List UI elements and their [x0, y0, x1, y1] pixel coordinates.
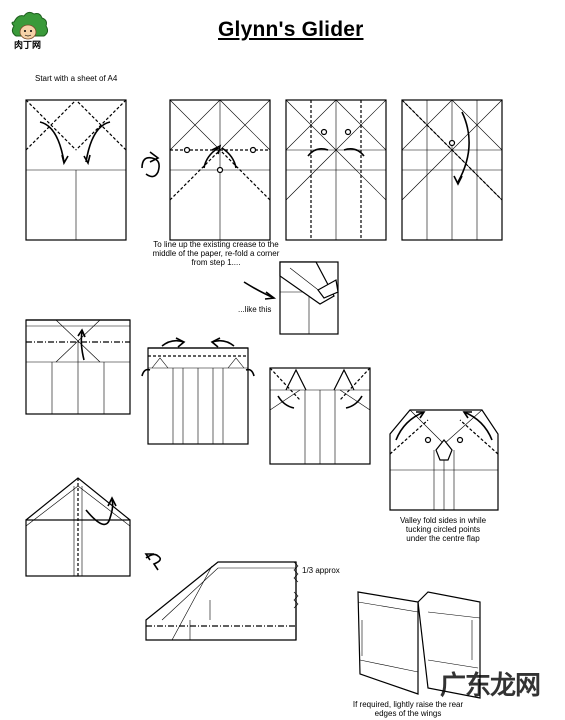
step-10-diagram	[145, 561, 299, 641]
step-7-diagram	[269, 367, 371, 465]
step-3-diagram	[285, 99, 387, 241]
step-2-diagram	[169, 99, 271, 241]
step-1-diagram	[25, 99, 127, 241]
one-third-approx-label: 1/3 approx	[302, 566, 340, 575]
step-8-diagram	[389, 409, 499, 511]
step-raise-rear-note: If required, lightly raise the rear edge…	[352, 700, 464, 719]
step-6-diagram	[141, 337, 255, 445]
step-realign-note: To line up the existing crease to the mi…	[152, 240, 280, 268]
cartoon-character-logo	[11, 11, 49, 40]
watermark-text: 广东龙网	[440, 671, 541, 701]
turn-over-icon	[141, 151, 160, 178]
step-11-diagram	[357, 591, 481, 699]
page-title: Glynn's Glider	[218, 18, 364, 41]
step-4-diagram	[401, 99, 503, 241]
rotate-icon	[144, 553, 162, 571]
step-valley-fold-note: Valley fold sides in while tucking circl…	[399, 516, 487, 544]
logo-text: 肉丁网	[14, 40, 42, 50]
intro-text: Start with a sheet of A4	[35, 74, 118, 83]
step-5-diagram	[25, 319, 131, 415]
realign-corner-detail	[243, 261, 339, 335]
step-like-this-note: ...like this	[238, 305, 272, 314]
step-9-diagram	[25, 477, 131, 577]
